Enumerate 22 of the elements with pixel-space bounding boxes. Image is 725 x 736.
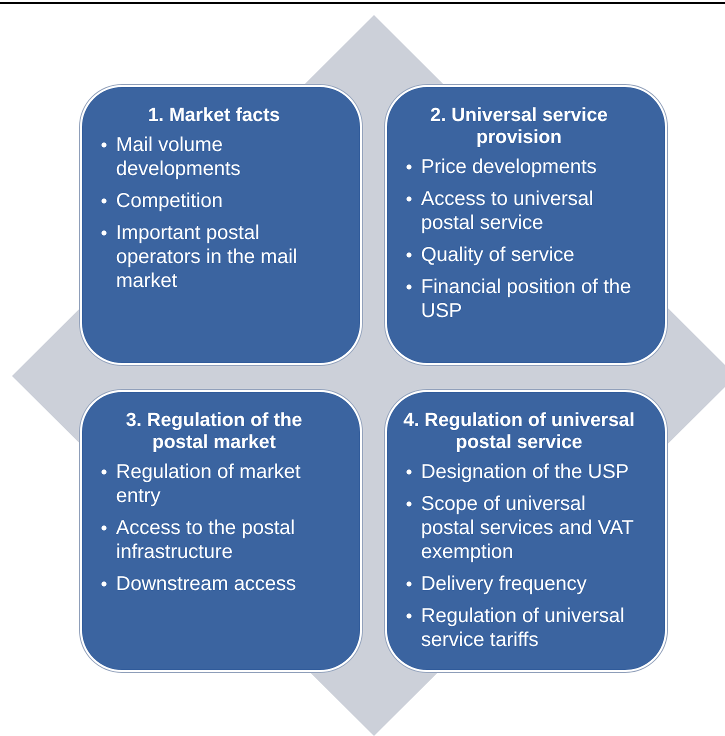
bullet-text: Mail volume developments	[116, 134, 241, 180]
box-heading: 1. Market facts	[146, 105, 281, 127]
bullet-text: Price developments	[421, 156, 597, 178]
bullet-text: Competition	[116, 190, 223, 212]
bullet-text: Regulation of universal service tariffs	[421, 605, 624, 651]
bullet-text: Downstream access	[116, 573, 296, 595]
topic-box	[385, 85, 667, 365]
bullet-text: Important postal operators in the mail market	[116, 222, 298, 292]
bullet-text: Financial position of the USP	[421, 276, 632, 322]
box-heading: 2. Universal service provision	[429, 105, 609, 149]
topic-box	[80, 390, 362, 672]
bullet-text: Delivery frequency	[421, 573, 587, 595]
bullet-text: Access to the postal infrastructure	[116, 517, 295, 563]
bullet-text: Quality of service	[421, 244, 574, 266]
box-heading: 3. Regulation of the postal market	[124, 410, 304, 454]
bullet-text: Regulation of market entry	[116, 461, 301, 507]
bullet-text: Scope of universal postal services and VAT exemption	[421, 493, 634, 563]
box-heading: 4. Regulation of universal postal service	[403, 410, 635, 454]
topic-box	[385, 390, 667, 672]
topic-box	[80, 85, 362, 365]
bullet-text: Designation of the USP	[421, 461, 629, 483]
bullet-text: Access to universal postal service	[421, 188, 594, 234]
